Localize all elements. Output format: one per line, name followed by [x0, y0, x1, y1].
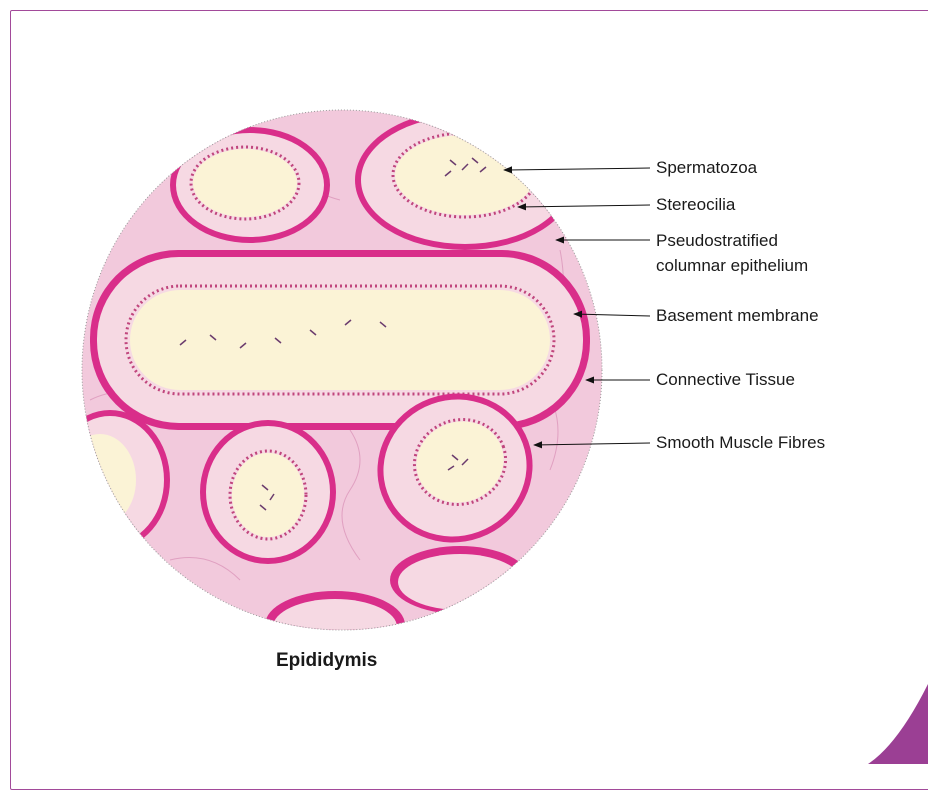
label-pseudostratified: Pseudostratified	[656, 231, 778, 251]
label-basement-membrane: Basement membrane	[656, 306, 819, 326]
label-smooth-muscle-fibres: Smooth Muscle Fibres	[656, 433, 825, 453]
label-connective-tissue: Connective Tissue	[656, 370, 795, 390]
label-columnar-epithelium: columnar epithelium	[656, 256, 808, 276]
label-stereocilia: Stereocilia	[656, 195, 735, 215]
figure-caption: Epididymis	[276, 650, 377, 672]
tubule-bottom-center	[200, 420, 336, 564]
arrow-spermatozoa	[504, 168, 650, 170]
tubule-top-left	[170, 127, 330, 243]
tissue-section	[50, 100, 630, 659]
label-spermatozoa: Spermatozoa	[656, 158, 757, 178]
tubule-top-right	[355, 110, 575, 250]
tubule-large	[90, 250, 590, 430]
tubule-left	[50, 410, 170, 550]
